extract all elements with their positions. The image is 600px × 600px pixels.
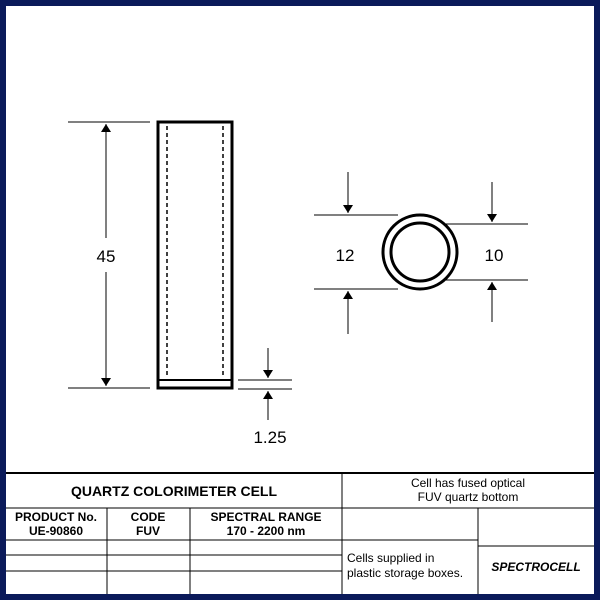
- cell-spectral-range: 170 - 2200 nm: [227, 524, 306, 538]
- title-block: [6, 472, 594, 594]
- bottom-thickness-dimension: 1.25: [238, 348, 292, 447]
- cell-outline: [156, 120, 234, 390]
- inner-circle: [389, 221, 451, 283]
- cell-code: FUV: [136, 524, 160, 538]
- note-top-line-1: Cell has fused optical: [411, 476, 525, 490]
- outer-circle: [381, 213, 459, 291]
- note-bottom-line-1: Cells supplied in: [347, 551, 434, 565]
- title-block-title: QUARTZ COLORIMETER CELL: [71, 483, 278, 499]
- header-spectral-range: SPECTRAL RANGE: [210, 510, 321, 524]
- dim-height-label: 45: [97, 247, 116, 266]
- note-bottom-line-2: plastic storage boxes.: [347, 566, 463, 580]
- inner-diameter-dimension: 10: [446, 182, 528, 322]
- outer-diameter-dimension: 12: [314, 172, 398, 334]
- cell-side-view: [156, 120, 234, 390]
- note-top-line-2: FUV quartz bottom: [418, 490, 519, 504]
- dim-bottom-thickness-label: 1.25: [253, 428, 286, 447]
- dim-outer-diameter-label: 12: [336, 246, 355, 265]
- height-dimension: 45: [68, 121, 150, 389]
- cell-cross-section: [381, 213, 459, 291]
- cell-product-no: UE-90860: [29, 524, 83, 538]
- header-code: CODE: [131, 510, 166, 524]
- dim-inner-diameter-label: 10: [485, 246, 504, 265]
- brand-logo: SPECTROCELL: [491, 560, 580, 574]
- header-product-no: PRODUCT No.: [15, 510, 97, 524]
